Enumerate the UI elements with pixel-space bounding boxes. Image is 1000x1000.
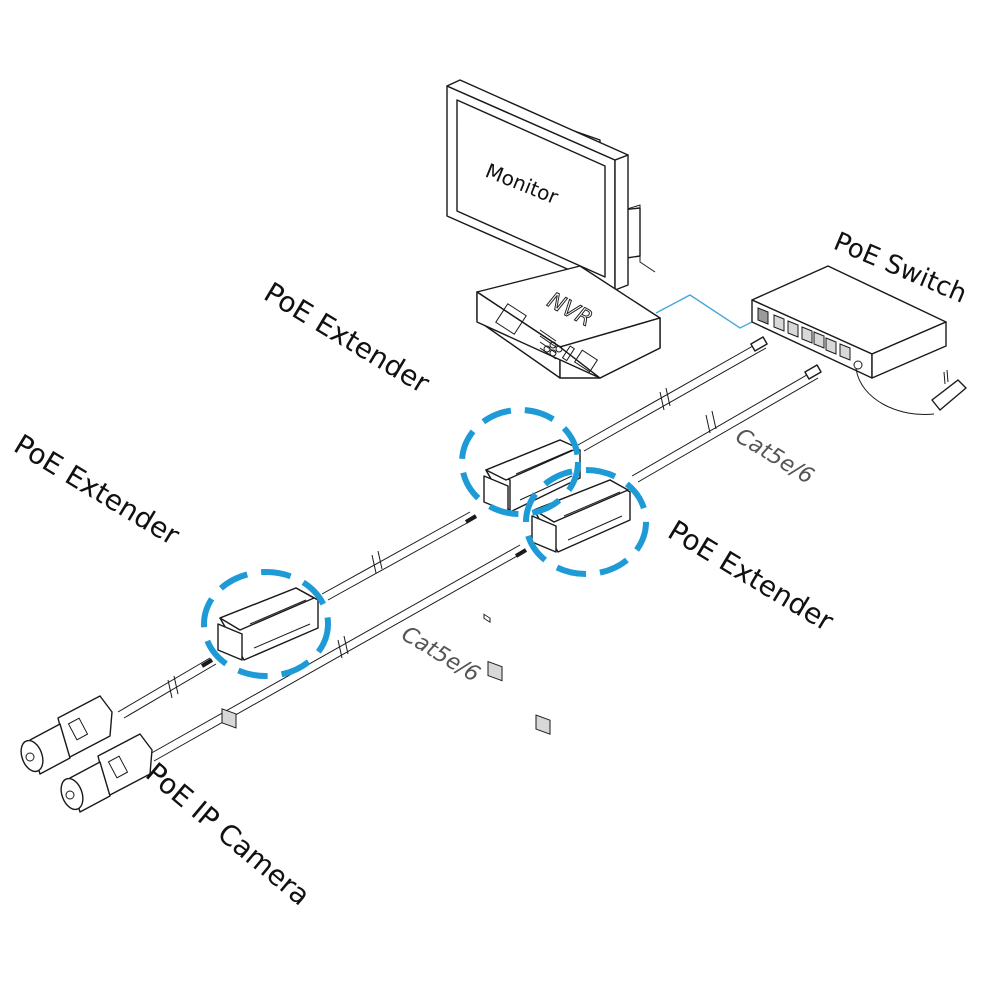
cable-upper-run	[117, 341, 767, 719]
highlight-ring-left	[201, 569, 331, 679]
power-adapter-icon	[855, 367, 967, 416]
poe-extender-left-icon	[200, 587, 319, 729]
highlight-ring-top	[459, 407, 581, 517]
highlight-ring-right	[523, 467, 649, 577]
poe-switch-icon: PoE Switch	[751, 227, 971, 379]
poe-extender-left-label: PoE Extender	[8, 428, 185, 553]
cable-nvr-to-switch	[655, 294, 761, 329]
ip-camera-1-icon	[20, 695, 113, 775]
poe-ip-camera-label: PoE IP Camera	[140, 756, 317, 912]
cable-label-upper: Cat5e/6	[731, 424, 818, 490]
nvr-icon: NVR	[476, 265, 661, 624]
switch-ports	[757, 307, 863, 370]
poe-extender-right-label: PoE Extender	[662, 514, 839, 639]
poe-extender-right-icon	[514, 479, 631, 735]
cable-lower-run	[147, 371, 819, 762]
ip-camera-2-icon	[60, 733, 153, 813]
poe-extender-top-icon	[464, 439, 581, 682]
cable-label-lower: Cat5e/6	[397, 622, 484, 688]
monitor-icon: Monitor	[446, 79, 641, 291]
rj45-plug-icon	[750, 336, 822, 380]
highlight-rings	[201, 407, 649, 679]
poe-extender-top-label: PoE Extender	[258, 276, 435, 401]
